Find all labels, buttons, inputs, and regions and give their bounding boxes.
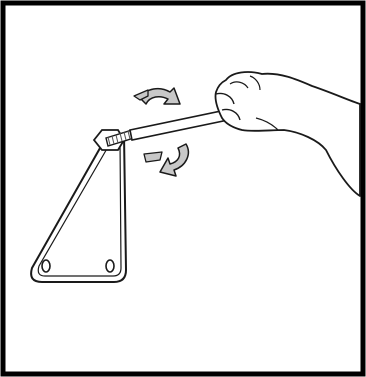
bracket-plate (30, 133, 127, 283)
rotate-arrow-clockwise-icon (133, 87, 181, 105)
mounting-hole-right (105, 259, 115, 273)
rotate-arrow-counterclockwise-icon (143, 143, 190, 177)
hand (214, 71, 361, 197)
mounting-hole-left (41, 259, 51, 273)
